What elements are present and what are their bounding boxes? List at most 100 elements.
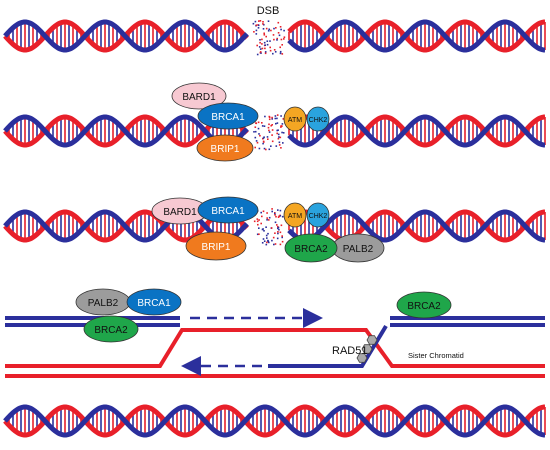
dsb-debris-dot (280, 147, 282, 149)
dsb-debris-dot (281, 215, 284, 218)
dsb-label: DSB (257, 5, 280, 17)
dsb-debris-dot (255, 140, 258, 142)
protein-group-row3: BARD1 BRCA1 BRIP1 ATM CHK2 PALB2 BRCA2 (151, 196, 385, 263)
dsb-debris-dot (269, 49, 272, 52)
dsb-debris-dot (268, 129, 270, 132)
dsb-debris-dot (273, 243, 275, 246)
dsb-debris-dot (257, 121, 260, 124)
dsb-debris-dot (278, 215, 280, 217)
dna-strand-blue (3, 209, 546, 243)
dsb-debris-dot (255, 24, 258, 26)
dsb-debris-dot (255, 33, 258, 35)
dsb-debris-dot (256, 141, 259, 144)
brca2-protein (284, 233, 338, 263)
dsb-debris-dot (257, 223, 259, 226)
dsb-debris-dot (268, 28, 270, 31)
dsb-debris-dot (280, 28, 282, 31)
dsb-debris-dot (272, 236, 275, 239)
dsb-debris-dot (263, 23, 265, 26)
dsb-debris-dot (277, 216, 280, 218)
dsb-debris-dot (254, 130, 257, 133)
dsb-debris-dot (278, 141, 281, 144)
dna-strand-red (3, 404, 546, 438)
dsb-debris-dot (261, 122, 263, 124)
dsb-debris-dot (279, 26, 282, 28)
hexagon-rad51-icon (361, 344, 373, 354)
dsb-debris-dot (279, 209, 282, 212)
dna-strand-blue (3, 19, 546, 53)
dsb-debris-dot (264, 44, 266, 46)
dsb-debris-dot (266, 219, 268, 221)
dsb-debris-dot (271, 124, 273, 126)
dsb-debris-dot (271, 118, 273, 120)
protein-group-row2: BARD1 BRCA1 BRIP1 ATM CHK2 (171, 82, 330, 162)
sister-chromatid-strand-red-top (5, 328, 545, 368)
dsb-debris-dot (276, 117, 278, 120)
dsb-debris-dot (266, 43, 269, 46)
dsb-debris-dot (265, 35, 267, 38)
dsb-debris-dot (275, 122, 277, 125)
dsb-debris-dot (273, 38, 275, 41)
dsb-debris-dot (261, 38, 263, 41)
dsb-debris-dot (268, 131, 271, 133)
dsb-debris-dot (275, 145, 278, 147)
dsb-debris-dot (259, 39, 261, 41)
chk2-protein (306, 106, 330, 132)
brca1-label: BRCA1 (211, 206, 245, 217)
dsb-debris-dot (280, 115, 282, 117)
dsb-debris-dot (278, 136, 280, 138)
dsb-debris-dot (265, 27, 268, 30)
dsb-debris-dot (257, 127, 260, 130)
dsb-debris-dot (261, 47, 264, 50)
dsb-debris-dot (260, 211, 262, 214)
dsb-debris-dot (276, 129, 278, 132)
dsb-debris-dot (260, 52, 262, 54)
dsb-debris-dot (280, 125, 282, 127)
brca2-label: BRCA2 (407, 301, 441, 312)
dsb-debris-dot (270, 145, 272, 147)
dna-helix-brca2-recruitment (3, 209, 546, 243)
dsb-debris-dot (266, 241, 268, 244)
dsb-debris-dot (258, 227, 260, 229)
dsb-debris-dot (253, 31, 255, 33)
dsb-debris-dot (277, 137, 280, 140)
dsb-debris-dot (263, 141, 265, 143)
dsb-debris-dot (262, 21, 264, 23)
dsb-debris-dot (280, 126, 282, 128)
dsb-debris-dot (281, 131, 283, 134)
brip1-label: BRIP1 (202, 242, 231, 253)
hexagon-rad51-icon (356, 353, 368, 363)
dsb-debris-dot (262, 238, 265, 240)
dsb-debris-dot (263, 41, 266, 44)
dsb-debris-dot (268, 123, 270, 126)
dsb-debris-dot (269, 46, 271, 49)
brca2-protein (396, 291, 452, 319)
dsb-debris-dot (282, 118, 285, 120)
dsb-debris-dot (276, 237, 279, 240)
dsb-debris-dot (263, 136, 265, 138)
dsb-debris-dot (281, 53, 284, 55)
dsb-debris-dot (277, 129, 279, 131)
strand-invasion-panel: RAD51 Sister Chromatid BRCA2 PALB2 BRCA1… (5, 288, 545, 378)
dsb-debris-dot (274, 232, 276, 234)
atm-label: ATM (288, 213, 302, 220)
dsb-debris-dot (274, 212, 276, 215)
dsb-debris-dot (274, 51, 277, 53)
dsb-debris-dot (267, 138, 269, 140)
dsb-debris-dot (268, 115, 271, 118)
dsb-debris-dot (265, 234, 268, 237)
dsb-debris-dot (254, 126, 257, 128)
dsb-debris-dot (274, 117, 277, 120)
dna-helix-repaired (3, 404, 546, 438)
dsb-debris-dot (258, 219, 260, 221)
dsb-debris-dot (275, 215, 277, 218)
brca1-protein (197, 102, 259, 130)
dsb-debris-dot (276, 39, 278, 41)
dsb-debris-dot (259, 134, 261, 137)
dsb-debris-dot (258, 147, 261, 150)
hexagon-rad51-icon (366, 335, 378, 345)
dsb-debris-dot (268, 148, 271, 151)
dsb-debris-dot (274, 221, 277, 224)
dsb-debris-dot (282, 142, 284, 144)
dsb-debris-dot (266, 136, 269, 138)
